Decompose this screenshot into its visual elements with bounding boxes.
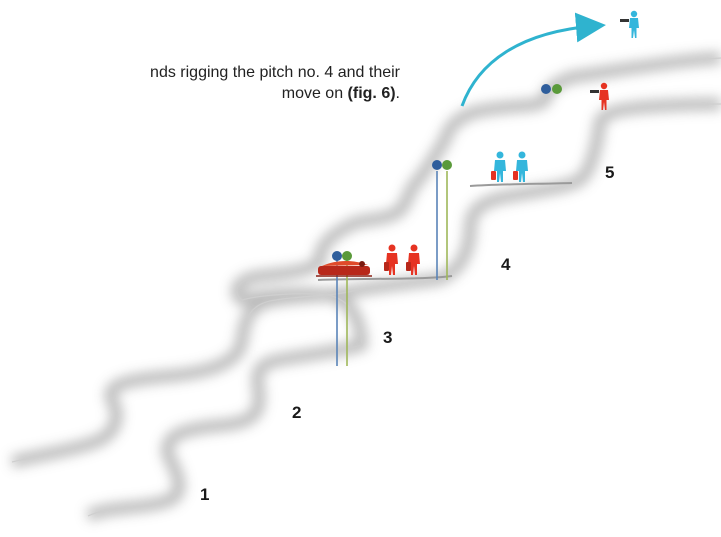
pitch-label-1: 1 — [200, 485, 209, 504]
drill-icon — [590, 90, 599, 93]
cave-walls — [11, 57, 721, 517]
caption-line-2-text: move on — [281, 85, 348, 102]
caption-line-1: nds rigging the pitch no. 4 and their — [150, 64, 400, 81]
anchor-green-icon — [442, 160, 452, 170]
arrow-icon — [460, 12, 606, 107]
person-red-icon — [590, 82, 609, 110]
pitch-label-5: 5 — [605, 163, 614, 182]
person-blue-icon — [513, 151, 528, 182]
anchor-green-icon — [342, 251, 352, 261]
anchor-green-icon — [552, 84, 562, 94]
stretcher-icon — [316, 260, 372, 277]
anchor-pair-pitch-4 — [432, 160, 452, 170]
anchor-blue-icon — [432, 160, 442, 170]
anchor-blue-icon — [541, 84, 551, 94]
cave-shadow — [10, 52, 721, 522]
ledges — [317, 182, 573, 281]
anchor-pair-pitch-5 — [541, 84, 562, 94]
person-red-icon — [406, 244, 420, 275]
anchor-blue-icon — [332, 251, 342, 261]
anchor-pair-pitch-3 — [332, 251, 352, 261]
cave-lower-wall — [11, 103, 721, 463]
cave-upper-wall — [87, 57, 721, 517]
person-red-icon — [384, 244, 398, 275]
pitch-label-3: 3 — [383, 328, 392, 347]
ledge-pitch-4 — [317, 275, 453, 281]
drill-icon — [620, 19, 629, 22]
caption: nds rigging the pitch no. 4 and their mo… — [0, 62, 400, 104]
figure-reference: (fig. 6) — [347, 85, 396, 102]
ledge-pitch-5 — [469, 182, 573, 187]
ropes — [336, 171, 448, 366]
caption-line-2-end: . — [395, 85, 400, 102]
pitch-label-2: 2 — [292, 403, 301, 422]
pitch-label-4: 4 — [501, 255, 511, 274]
person-blue-icon — [620, 10, 639, 38]
person-blue-icon — [491, 151, 506, 182]
caption-line-2: move on (fig. 6). — [0, 83, 400, 104]
